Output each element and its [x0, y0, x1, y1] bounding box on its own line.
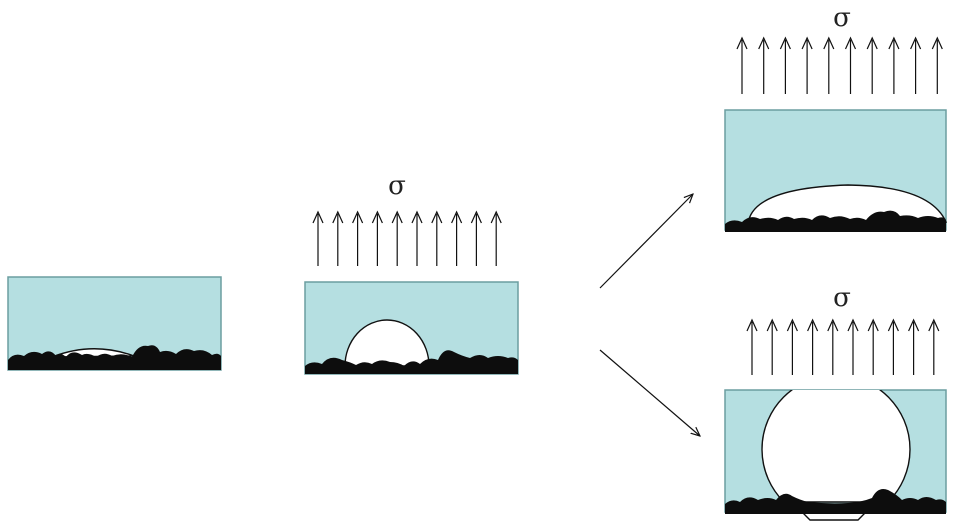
stress-arrowhead	[928, 318, 940, 332]
stress-arrowhead	[847, 318, 859, 332]
stress-label: σ	[833, 3, 851, 33]
stress-arrowhead	[908, 318, 920, 332]
stress-arrows	[312, 210, 502, 266]
stress-arrowhead	[931, 36, 943, 50]
stress-arrowhead	[451, 210, 463, 224]
stress-arrowhead	[736, 36, 748, 50]
stress-label: σ	[388, 171, 406, 201]
bubble-hemisphere	[344, 319, 430, 367]
rough-substrate	[725, 489, 946, 514]
panel-detaching: σ	[724, 283, 947, 521]
stress-arrows	[736, 36, 943, 94]
stress-arrowhead	[823, 36, 835, 50]
stress-arrowhead	[827, 318, 839, 332]
stress-arrowhead	[312, 210, 324, 224]
stress-arrowhead	[910, 36, 922, 50]
stress-arrowhead	[766, 318, 778, 332]
stress-arrowhead	[887, 318, 899, 332]
stress-arrowhead	[807, 318, 819, 332]
stress-label: σ	[833, 283, 851, 313]
stress-arrowhead	[801, 36, 813, 50]
stress-arrows	[746, 318, 940, 375]
stress-arrowhead	[391, 210, 403, 224]
stress-arrowhead	[844, 36, 857, 50]
stress-arrowhead	[371, 210, 383, 224]
panel-spreading: σ	[724, 3, 948, 232]
stress-arrowhead	[867, 318, 879, 332]
path-arrow-lower	[599, 349, 700, 436]
stress-arrowhead	[758, 36, 770, 50]
rough-substrate	[8, 345, 221, 370]
panel-loaded: σ	[304, 171, 519, 375]
stress-arrowhead	[866, 36, 878, 50]
stress-arrowhead	[352, 210, 364, 224]
stress-arrowhead	[888, 36, 900, 50]
stress-arrowhead	[332, 210, 344, 224]
path-arrow-upper	[599, 194, 693, 289]
rough-substrate	[305, 350, 518, 374]
rough-substrate	[725, 210, 946, 232]
stress-arrowhead	[431, 210, 443, 224]
stress-arrowhead	[746, 318, 758, 332]
stress-arrowhead	[411, 210, 423, 224]
panel-initial	[7, 276, 222, 371]
stress-arrowhead	[490, 210, 502, 224]
stress-arrowhead	[786, 318, 798, 332]
stress-arrowhead	[470, 210, 482, 224]
stress-arrowhead	[779, 36, 791, 50]
bubble-near-sphere	[761, 390, 911, 503]
